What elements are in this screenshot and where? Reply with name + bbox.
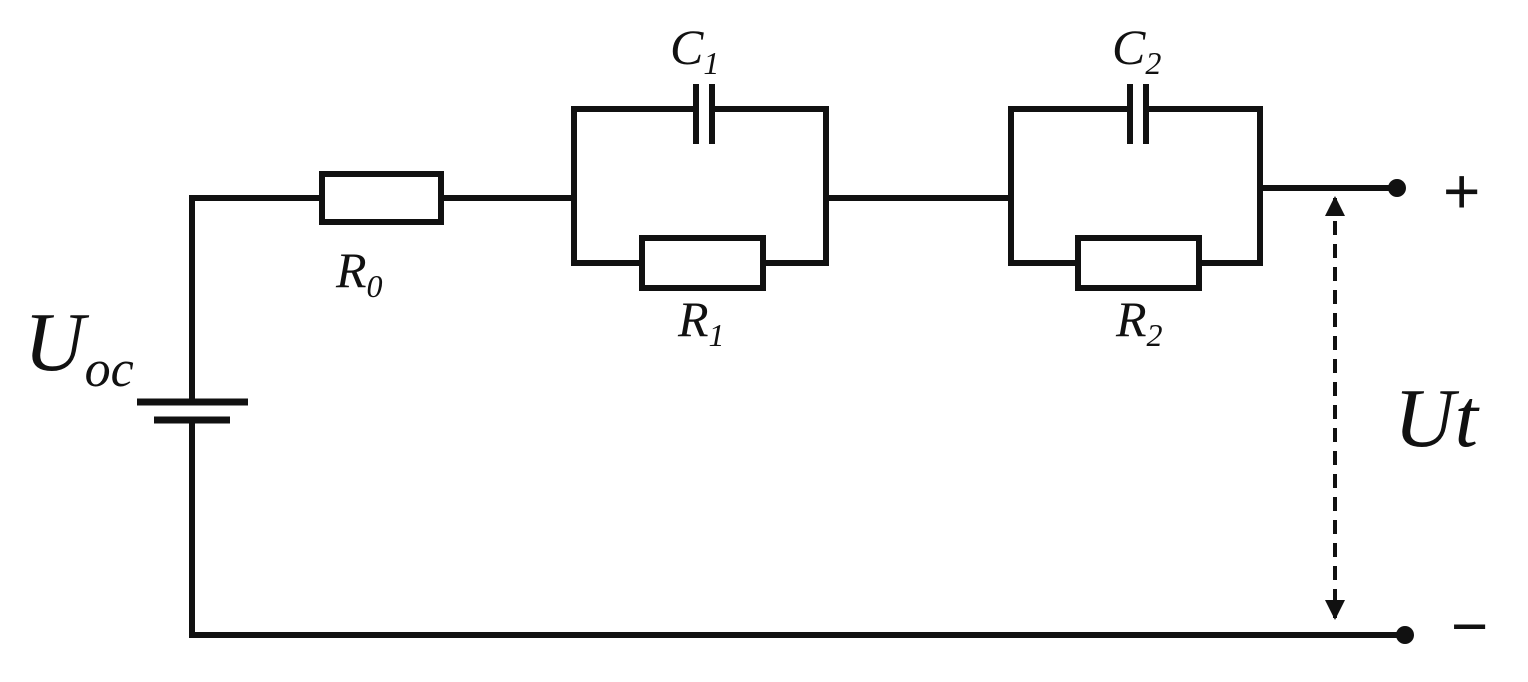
resistor-r0 xyxy=(319,171,444,225)
resistor-r1 xyxy=(639,235,766,291)
wire-left-bottom xyxy=(189,417,1408,638)
label-source-voltage: Uoc xyxy=(24,296,134,398)
rc-block-1 xyxy=(571,84,829,291)
capacitor-c2 xyxy=(1127,84,1149,144)
label-r2: R2 xyxy=(1115,291,1163,353)
rc-block-2 xyxy=(1008,84,1263,291)
label-c2: C2 xyxy=(1112,19,1161,81)
label-terminal-voltage: Ut xyxy=(1394,372,1481,465)
positive-terminal xyxy=(1388,179,1406,197)
capacitor-c1 xyxy=(693,84,715,144)
negative-sign: − xyxy=(1451,590,1488,662)
wire-left-top xyxy=(189,195,325,405)
resistor-r2 xyxy=(1075,235,1202,291)
label-c1: C1 xyxy=(670,19,719,81)
battery-symbol xyxy=(137,398,248,424)
positive-sign: + xyxy=(1443,155,1480,227)
label-r0: R0 xyxy=(335,242,383,304)
negative-terminal xyxy=(1396,626,1414,644)
label-r1: R1 xyxy=(677,291,725,353)
